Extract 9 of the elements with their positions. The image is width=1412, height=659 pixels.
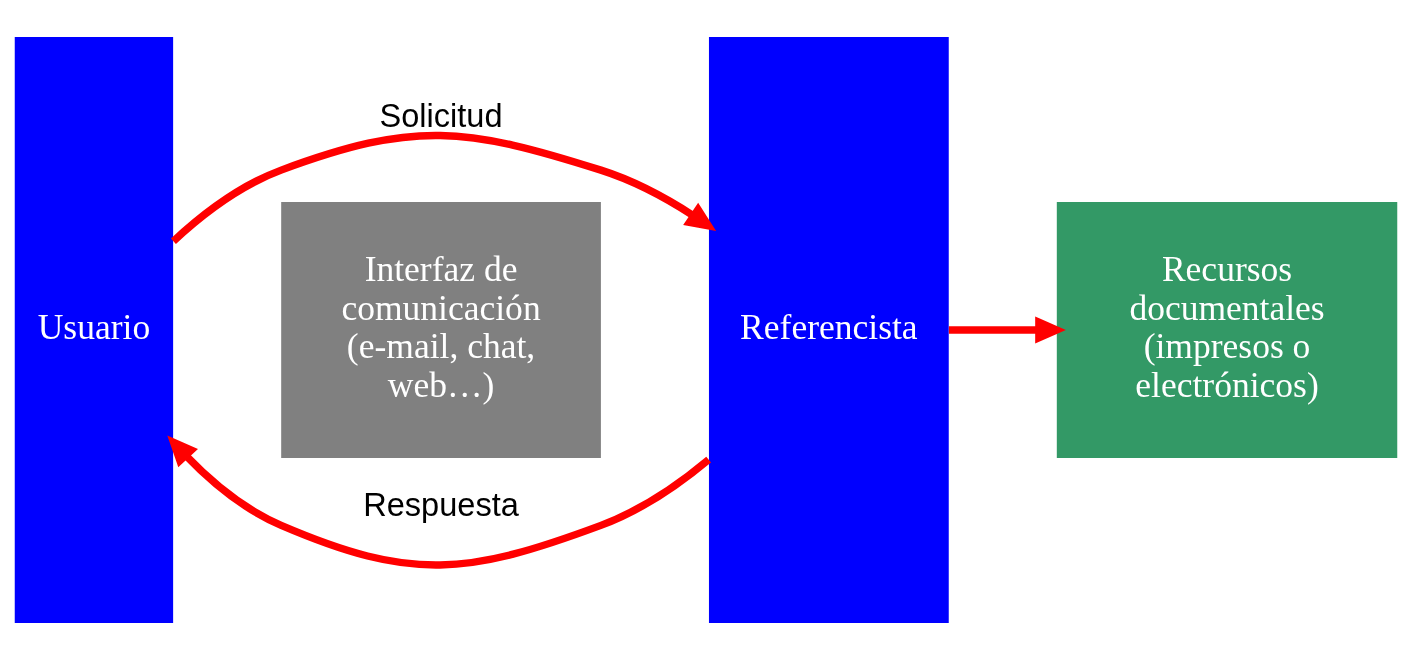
edge-label: Respuesta [363,486,519,523]
edge-label: Solicitud [379,97,503,134]
node-box: Recursos documentales (impresos o electrónicos) [1056,201,1398,458]
arrow [948,316,1066,343]
node-box: Usuario [14,36,174,623]
node-box: Referencista [708,36,949,623]
arrow [170,131,717,244]
arrow [167,435,711,569]
node-box: Interfaz de comunicación (e-mail, chat, web…) [281,201,601,458]
